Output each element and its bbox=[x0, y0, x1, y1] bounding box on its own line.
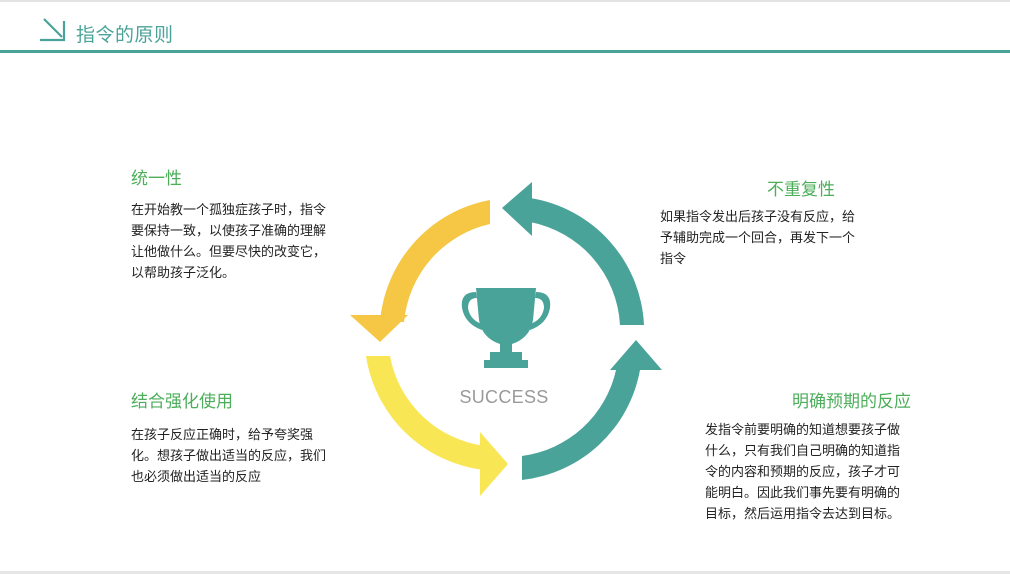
principle-title-clear-expectation: 明确预期的反应 bbox=[792, 392, 911, 412]
cycle-arrowhead-top bbox=[502, 182, 532, 236]
cycle-arrow-bottom-left bbox=[366, 356, 485, 470]
cycle-arrow-bottom-right bbox=[522, 370, 640, 480]
cycle-arrowhead-left bbox=[350, 315, 408, 342]
principle-text-non-repetition: 如果指令发出后孩子没有反应，给予辅助完成一个回合，再发下一个指令 bbox=[660, 210, 856, 267]
header-divider bbox=[0, 50, 1010, 53]
success-label: SUCCESS bbox=[459, 387, 549, 407]
arrow-down-right-icon bbox=[40, 18, 66, 42]
bottom-border bbox=[0, 571, 1010, 574]
top-border bbox=[0, 0, 1010, 2]
cycle-arrowhead-bottom bbox=[480, 432, 508, 496]
page-title: 指令的原则 bbox=[76, 24, 174, 46]
principle-text-consistency: 在开始教一个孤独症孩子时，指令要保持一致，以使孩子准确的理解让他做什么。但要尽快… bbox=[131, 203, 327, 281]
principle-title-non-repetition: 不重复性 bbox=[767, 180, 835, 200]
cycle-arrow-top-left bbox=[380, 200, 490, 322]
cycle-arrowhead-right bbox=[610, 340, 662, 370]
cycle-arrow-top-right bbox=[530, 198, 644, 325]
principle-text-reinforcement: 在孩子反应正确时，给予夸奖强化。想孩子做出适当的反应，我们也必须做出适当的反应 bbox=[131, 428, 327, 485]
cycle-diagram bbox=[350, 182, 662, 496]
principle-title-consistency: 统一性 bbox=[131, 169, 182, 189]
principle-text-clear-expectation: 发指令前要明确的知道想要孩子做什么，只有我们自己明确的知道指令的内容和预期的反应… bbox=[705, 423, 901, 522]
principle-title-reinforcement: 结合强化使用 bbox=[131, 392, 233, 412]
trophy-icon bbox=[461, 288, 551, 368]
